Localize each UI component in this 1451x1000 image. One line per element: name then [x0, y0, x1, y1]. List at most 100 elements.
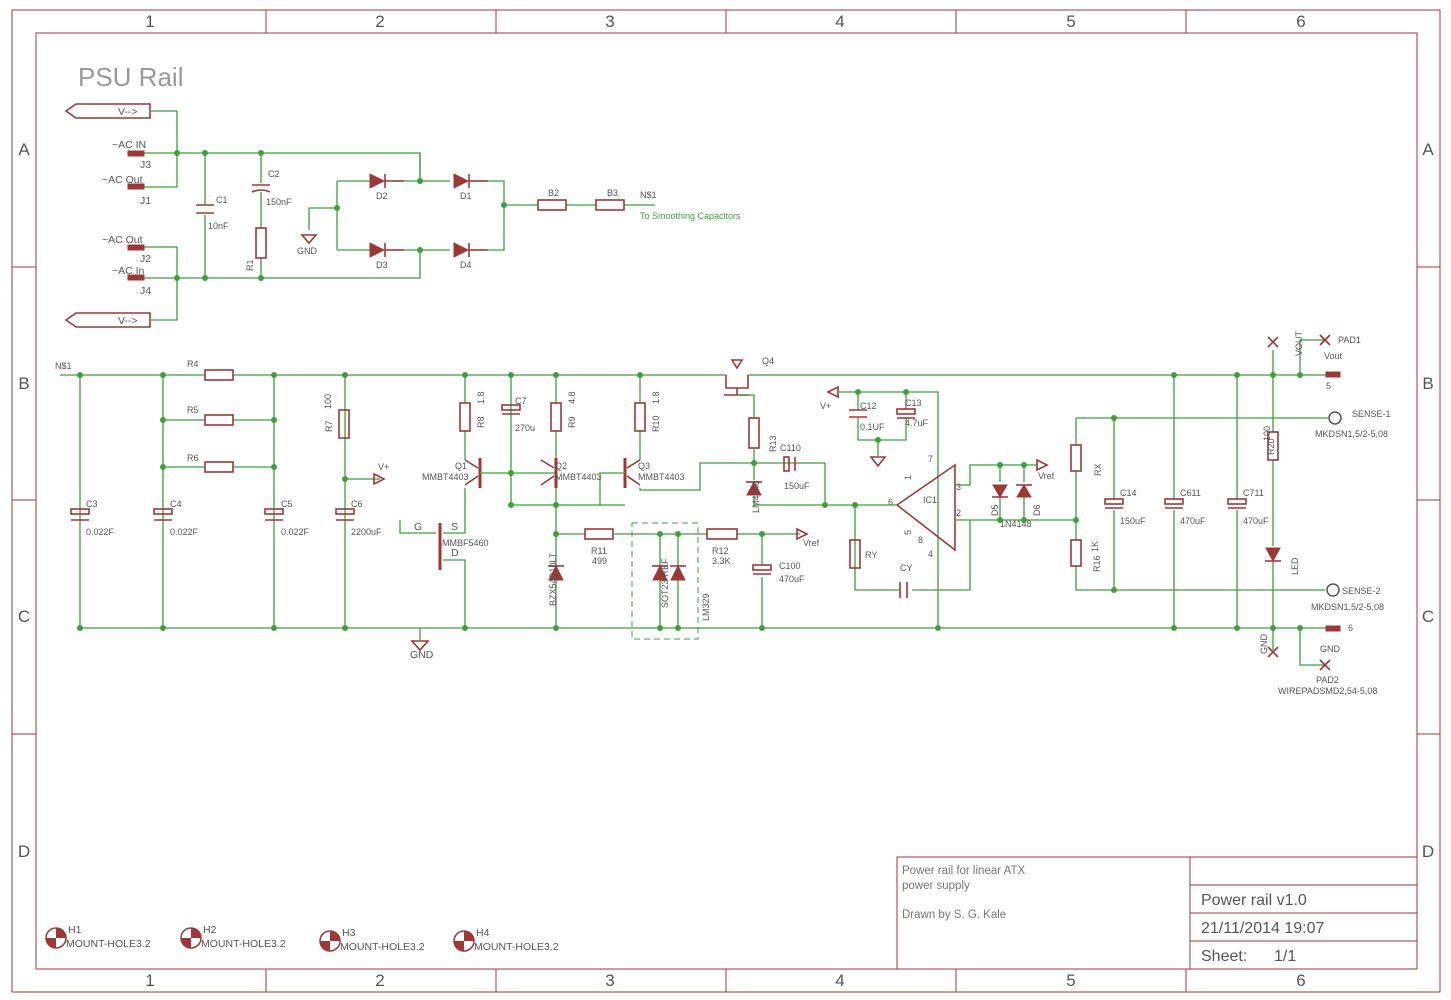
- connector-pin: [127, 150, 145, 157]
- row-label: B: [18, 374, 29, 393]
- svg-text:R16: R16: [1092, 555, 1102, 572]
- svg-text:150nF: 150nF: [266, 197, 292, 207]
- page-title: PSU Rail: [78, 62, 183, 92]
- svg-text:C711: C711: [1243, 488, 1264, 498]
- col-label: 4: [835, 12, 844, 31]
- svg-text:C1: C1: [216, 195, 228, 205]
- svg-text:G: G: [414, 521, 422, 533]
- svg-text:0.022F: 0.022F: [86, 527, 115, 537]
- connector-name: J1: [140, 195, 151, 207]
- row-label: D: [1422, 842, 1434, 861]
- svg-text:MMBF5460: MMBF5460: [442, 538, 489, 548]
- svg-text:LM4040: LM4040: [751, 480, 761, 513]
- svg-text:R13: R13: [768, 435, 778, 452]
- reference-group-box: [631, 522, 699, 640]
- svg-text:2200uF: 2200uF: [351, 527, 382, 537]
- svg-text:Q1: Q1: [455, 461, 467, 471]
- col-label: 4: [835, 971, 844, 990]
- svg-text:1.8: 1.8: [476, 391, 486, 404]
- column-labels-bottom: 1 2 3 4 5 6: [145, 971, 1305, 990]
- svg-text:LM329: LM329: [701, 593, 711, 621]
- connector-label: ~AC Out: [102, 174, 143, 186]
- svg-text:R8: R8: [476, 416, 486, 428]
- svg-text:150uF: 150uF: [1120, 516, 1146, 526]
- svg-text:MMBT4403: MMBT4403: [555, 472, 602, 482]
- svg-text:MOUNT-HOLE3.2: MOUNT-HOLE3.2: [66, 938, 151, 950]
- svg-text:V+: V+: [378, 462, 389, 472]
- svg-text:GND: GND: [410, 649, 434, 661]
- svg-text:4.7uF: 4.7uF: [905, 418, 929, 428]
- svg-text:B3: B3: [607, 188, 618, 198]
- row-label: D: [18, 842, 30, 861]
- svg-text:VOUT: VOUT: [1294, 330, 1304, 356]
- svg-text:MOUNT-HOLE3.2: MOUNT-HOLE3.2: [340, 941, 425, 953]
- svg-text:R9: R9: [567, 416, 577, 428]
- svg-text:C6: C6: [351, 499, 363, 509]
- title-block: Power rail for linear ATX power supply D…: [896, 856, 1418, 970]
- svg-text:BZX54B10LT: BZX54B10LT: [548, 552, 558, 606]
- svg-text:R20: R20: [1266, 438, 1276, 455]
- col-label: 6: [1296, 971, 1305, 990]
- main-rail-section: N$1 R4 R5 R6 C3 0.022F C4 0.022F C5 0.02…: [55, 330, 1391, 696]
- mount-holes: H1 MOUNT-HOLE3.2 H2 MOUNT-HOLE3.2 H3 MOU…: [45, 924, 559, 953]
- svg-text:10nF: 10nF: [208, 221, 229, 231]
- svg-text:H2: H2: [203, 924, 217, 936]
- svg-text:MKDSN1,5/2-5,08: MKDSN1,5/2-5,08: [1311, 602, 1384, 612]
- svg-text:C13: C13: [905, 398, 922, 408]
- svg-text:270u: 270u: [515, 423, 535, 433]
- title-block-author: Drawn by S. G. Kale: [902, 909, 1006, 921]
- svg-text:0.022F: 0.022F: [170, 527, 199, 537]
- svg-text:H3: H3: [342, 927, 356, 939]
- svg-text:6: 6: [1348, 623, 1353, 633]
- column-labels-top: 1 2 3 4 5 6: [145, 12, 1305, 31]
- svg-text:8: 8: [918, 535, 923, 545]
- svg-text:D3: D3: [376, 260, 388, 270]
- row-label: A: [18, 140, 30, 159]
- net-label: V-->: [118, 106, 138, 118]
- col-label: 1: [145, 971, 154, 990]
- title-block-name: Power rail v1.0: [1201, 892, 1307, 909]
- svg-text:MKDSN1,5/2-5,08: MKDSN1,5/2-5,08: [1315, 429, 1388, 439]
- svg-text:RX: RX: [1093, 463, 1103, 476]
- ac-input-section: top label --> V--> ~AC IN J3 ~AC Out J1 …: [64, 103, 741, 328]
- svg-text:0.1UF: 0.1UF: [860, 422, 885, 432]
- svg-text:4.8: 4.8: [567, 391, 577, 404]
- connector-name: J3: [140, 159, 151, 171]
- svg-text:Vout: Vout: [1324, 351, 1343, 361]
- q3-transistor: Q3 MMBT4403: [623, 458, 685, 488]
- svg-text:B2: B2: [548, 188, 559, 198]
- title-block-sheet-value: 1/1: [1274, 948, 1296, 965]
- svg-text:Vref: Vref: [1038, 471, 1055, 481]
- connector-label: ~AC In: [112, 265, 145, 277]
- connector-label: ~AC Out: [102, 234, 143, 246]
- col-label: 3: [605, 12, 614, 31]
- svg-text:IC1: IC1: [923, 495, 937, 505]
- svg-text:499: 499: [592, 556, 607, 566]
- svg-text:Vref: Vref: [803, 538, 820, 548]
- svg-text:PAD2: PAD2: [1316, 675, 1339, 685]
- svg-text:100: 100: [1262, 426, 1272, 441]
- svg-text:S: S: [451, 521, 458, 533]
- svg-text:N$1: N$1: [640, 190, 657, 200]
- svg-text:D6: D6: [1032, 504, 1042, 516]
- title-block-date: 21/11/2014 19:07: [1201, 920, 1324, 937]
- q1-transistor: Q1 MMBT4403: [422, 458, 556, 488]
- row-label: B: [1422, 374, 1433, 393]
- title-block-description: Power rail for linear ATX: [902, 865, 1025, 877]
- svg-text:D: D: [451, 547, 459, 559]
- jfet-mmbf5460: G S D MMBF5460: [399, 520, 489, 628]
- svg-text:MOUNT-HOLE3.2: MOUNT-HOLE3.2: [201, 938, 286, 950]
- svg-text:R5: R5: [187, 405, 199, 415]
- svg-text:C4: C4: [170, 499, 182, 509]
- svg-text:To Smoothing Capacitors: To Smoothing Capacitors: [640, 211, 741, 221]
- col-label: 5: [1066, 971, 1075, 990]
- svg-text:150uF: 150uF: [784, 481, 810, 491]
- svg-text:SENSE-2: SENSE-2: [1342, 586, 1381, 596]
- svg-text:470uF: 470uF: [1243, 516, 1269, 526]
- svg-text:GND: GND: [1320, 644, 1341, 654]
- svg-text:D5: D5: [990, 504, 1000, 516]
- svg-text:R4: R4: [187, 359, 199, 369]
- col-label: 6: [1296, 12, 1305, 31]
- svg-text:C3: C3: [86, 499, 98, 509]
